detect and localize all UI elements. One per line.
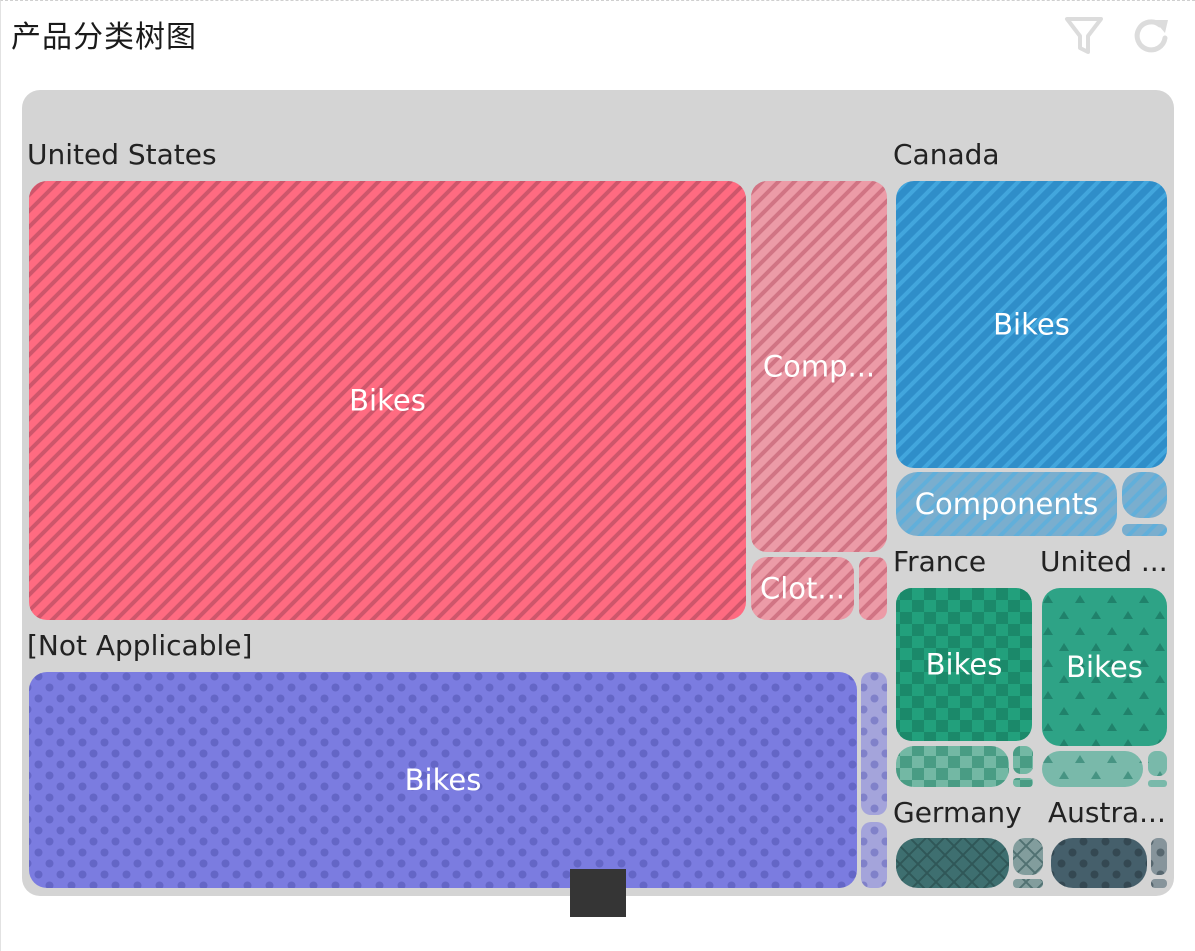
cell-germany-bikes[interactable] — [896, 838, 1009, 888]
cell-label-canada-components: Components — [915, 487, 1098, 521]
cell-not-applicable-other-2[interactable] — [861, 822, 887, 888]
cell-not-applicable-other-1[interactable] — [861, 672, 887, 815]
cell-united-kingdom-components[interactable] — [1042, 751, 1143, 787]
cell-canada-accessories[interactable] — [1122, 524, 1167, 536]
cell-canada-components[interactable]: Components — [896, 472, 1117, 536]
cell-united-states-accessories[interactable] — [859, 557, 887, 620]
cell-australia-clothing[interactable] — [1151, 879, 1167, 888]
cell-label-united-states-components: Comp... — [763, 350, 875, 384]
cell-not-applicable-bikes[interactable]: Bikes — [29, 672, 857, 888]
cell-australia-bikes[interactable] — [1051, 838, 1147, 888]
group-label-united-kingdom: United ... — [1040, 545, 1168, 578]
group-label-canada: Canada — [893, 138, 1000, 171]
cell-united-states-clothing[interactable]: Clot... — [751, 557, 854, 620]
chart-title: 产品分类树图 — [11, 20, 197, 55]
filter-icon[interactable] — [1062, 14, 1106, 58]
group-label-australia: Austra... — [1048, 796, 1166, 829]
cell-united-states-components[interactable]: Comp... — [751, 181, 887, 552]
cell-united-states-bikes[interactable]: Bikes — [29, 181, 746, 620]
cell-germany-clothing[interactable] — [1013, 879, 1043, 888]
cell-label-not-applicable-bikes: Bikes — [405, 763, 482, 797]
cell-france-accessories[interactable] — [1013, 778, 1033, 787]
cell-label-united-states-bikes: Bikes — [349, 384, 426, 418]
group-label-france: France — [893, 545, 986, 578]
cell-canada-bikes[interactable]: Bikes — [896, 181, 1167, 468]
group-label-not-applicable: [Not Applicable] — [27, 629, 252, 662]
cell-label-united-kingdom-bikes: Bikes — [1066, 650, 1143, 684]
cell-label-france-bikes: Bikes — [926, 648, 1003, 682]
cell-united-kingdom-clothing[interactable] — [1148, 751, 1167, 776]
group-label-united-states: United States — [27, 138, 217, 171]
scroll-indicator[interactable] — [570, 869, 626, 917]
cell-australia-components[interactable] — [1151, 838, 1167, 875]
cell-canada-clothing[interactable] — [1122, 472, 1167, 518]
cell-united-kingdom-bikes[interactable]: Bikes — [1042, 588, 1167, 746]
group-label-germany: Germany — [893, 796, 1022, 829]
cell-france-components[interactable] — [896, 746, 1009, 787]
cell-label-canada-bikes: Bikes — [993, 308, 1070, 342]
cell-label-united-states-clothing: Clot... — [760, 572, 845, 606]
cell-germany-components[interactable] — [1013, 838, 1043, 875]
cell-france-clothing[interactable] — [1013, 746, 1033, 774]
cell-united-kingdom-accessories[interactable] — [1148, 780, 1167, 787]
cell-france-bikes[interactable]: Bikes — [896, 588, 1032, 741]
refresh-icon[interactable] — [1130, 14, 1174, 58]
